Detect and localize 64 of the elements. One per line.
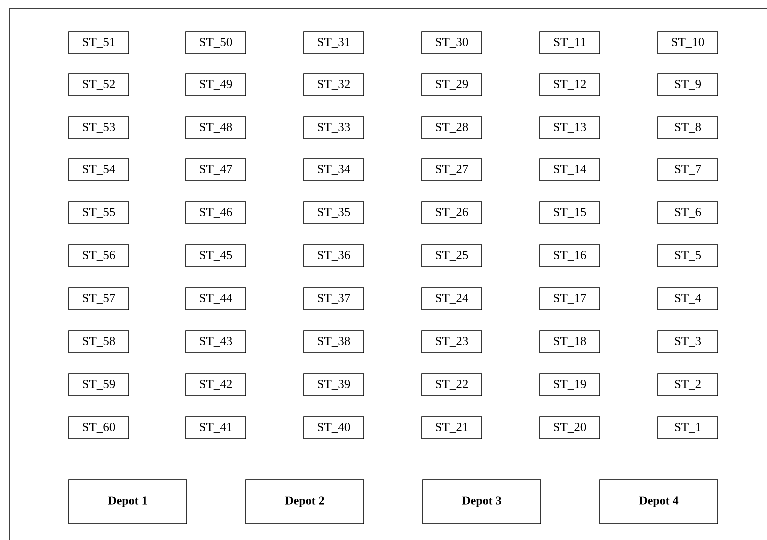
- station-box: ST_4: [658, 288, 718, 310]
- station-box: ST_23: [422, 330, 482, 354]
- station-box: ST_6: [658, 202, 718, 224]
- station-box: ST_27: [422, 158, 482, 182]
- station-box: ST_12: [540, 74, 600, 96]
- station-box: ST_21: [422, 416, 482, 440]
- station-box: ST_17: [540, 288, 600, 310]
- station-box: ST_10: [658, 32, 718, 54]
- station-box: ST_7: [658, 158, 718, 182]
- station-box: ST_48: [186, 116, 246, 140]
- station-box: ST_38: [304, 330, 364, 354]
- station-box: ST_28: [422, 116, 482, 140]
- station-box: ST_59: [68, 374, 130, 396]
- depot-box: Depot 4: [600, 480, 718, 524]
- station-box: ST_5: [658, 244, 718, 268]
- station-box: ST_55: [68, 202, 130, 224]
- station-box: ST_45: [186, 244, 246, 268]
- station-box: ST_58: [68, 330, 130, 354]
- station-box: ST_49: [186, 74, 246, 96]
- station-box: ST_33: [304, 116, 364, 140]
- station-box: ST_32: [304, 74, 364, 96]
- station-box: ST_36: [304, 244, 364, 268]
- station-box: ST_14: [540, 158, 600, 182]
- station-box: ST_37: [304, 288, 364, 310]
- station-box: ST_52: [68, 74, 130, 96]
- station-box: ST_35: [304, 202, 364, 224]
- station-box: ST_29: [422, 74, 482, 96]
- station-box: ST_22: [422, 374, 482, 396]
- station-box: ST_19: [540, 374, 600, 396]
- station-box: ST_51: [68, 32, 130, 54]
- depot-box: Depot 1: [68, 480, 188, 524]
- station-box: ST_15: [540, 202, 600, 224]
- station-box: ST_46: [186, 202, 246, 224]
- station-box: ST_47: [186, 158, 246, 182]
- station-box: ST_18: [540, 330, 600, 354]
- station-box: ST_24: [422, 288, 482, 310]
- station-box: ST_42: [186, 374, 246, 396]
- station-box: ST_60: [68, 416, 130, 440]
- station-box: ST_44: [186, 288, 246, 310]
- station-box: ST_2: [658, 374, 718, 396]
- station-box: ST_31: [304, 32, 364, 54]
- station-box: ST_3: [658, 330, 718, 354]
- station-box: ST_11: [540, 32, 600, 54]
- station-box: ST_53: [68, 116, 130, 140]
- station-box: ST_26: [422, 202, 482, 224]
- station-box: ST_16: [540, 244, 600, 268]
- station-box: ST_30: [422, 32, 482, 54]
- station-box: ST_40: [304, 416, 364, 440]
- station-box: ST_54: [68, 158, 130, 182]
- station-box: ST_9: [658, 74, 718, 96]
- station-box: ST_13: [540, 116, 600, 140]
- station-box: ST_56: [68, 244, 130, 268]
- station-box: ST_20: [540, 416, 600, 440]
- depot-box: Depot 2: [246, 480, 364, 524]
- station-box: ST_43: [186, 330, 246, 354]
- station-box: ST_25: [422, 244, 482, 268]
- station-box: ST_34: [304, 158, 364, 182]
- station-box: ST_41: [186, 416, 246, 440]
- station-box: ST_1: [658, 416, 718, 440]
- station-box: ST_8: [658, 116, 718, 140]
- station-box: ST_39: [304, 374, 364, 396]
- station-box: ST_50: [186, 32, 246, 54]
- depot-box: Depot 3: [422, 480, 542, 524]
- station-box: ST_57: [68, 288, 130, 310]
